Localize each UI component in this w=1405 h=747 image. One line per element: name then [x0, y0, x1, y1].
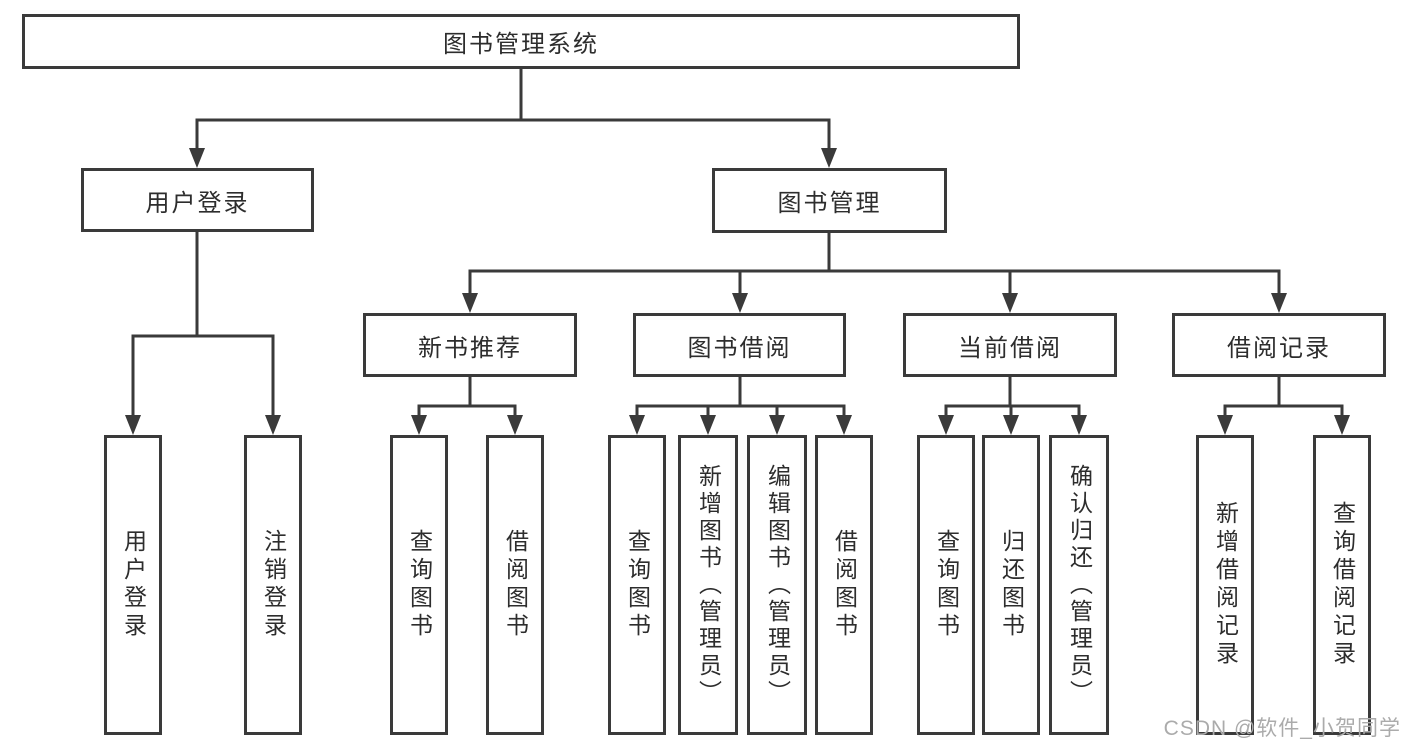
node-current-borrow-label: 当前借阅	[958, 334, 1062, 362]
node-book-borrow-label: 图书借阅	[687, 334, 792, 362]
node-root-label: 图书管理系统	[443, 31, 599, 58]
node-borrow-record: 借阅记录	[1172, 313, 1386, 377]
leaf-borrow-books-1: 借阅图书	[486, 435, 544, 735]
node-book-borrow: 图书借阅	[633, 313, 846, 377]
leaf-user-login-label: 用户登录	[120, 529, 147, 641]
leaf-logout-label: 注销登录	[260, 529, 287, 641]
node-root: 图书管理系统	[22, 14, 1020, 69]
leaf-query-borrow-record: 查询借阅记录	[1313, 435, 1371, 735]
leaf-edit-books-admin-label: 编辑图书（管理员）	[764, 463, 791, 707]
leaf-query-books-3-label: 查询图书	[933, 529, 960, 641]
leaf-confirm-return-admin-label: 确认归还（管理员）	[1066, 463, 1093, 707]
node-user-login-label: 用户登录	[145, 189, 250, 217]
leaf-query-books-2: 查询图书	[608, 435, 666, 735]
leaf-user-login: 用户登录	[104, 435, 162, 735]
node-book-management-label: 图书管理	[777, 190, 882, 217]
leaf-borrow-books-1-label: 借阅图书	[502, 529, 529, 641]
node-user-login: 用户登录	[81, 168, 314, 232]
node-borrow-record-label: 借阅记录	[1227, 334, 1331, 362]
leaf-return-books: 归还图书	[982, 435, 1040, 735]
leaf-add-borrow-record: 新增借阅记录	[1196, 435, 1254, 735]
leaf-query-borrow-record-label: 查询借阅记录	[1329, 501, 1356, 669]
leaf-query-books-2-label: 查询图书	[624, 529, 651, 641]
node-current-borrow: 当前借阅	[903, 313, 1117, 377]
leaf-query-books-1: 查询图书	[390, 435, 448, 735]
leaf-return-books-label: 归还图书	[998, 529, 1025, 641]
leaf-borrow-books-2-label: 借阅图书	[831, 529, 858, 641]
leaf-query-books-3: 查询图书	[917, 435, 975, 735]
node-new-book-recommend: 新书推荐	[363, 313, 577, 377]
leaf-logout: 注销登录	[244, 435, 302, 735]
leaf-query-books-1-label: 查询图书	[406, 529, 433, 641]
node-book-management: 图书管理	[712, 168, 947, 233]
leaf-confirm-return-admin: 确认归还（管理员）	[1049, 435, 1109, 735]
leaf-borrow-books-2: 借阅图书	[815, 435, 873, 735]
leaf-edit-books-admin: 编辑图书（管理员）	[747, 435, 807, 735]
leaf-add-books-admin: 新增图书（管理员）	[678, 435, 738, 735]
node-new-book-recommend-label: 新书推荐	[418, 334, 522, 362]
leaf-add-books-admin-label: 新增图书（管理员）	[695, 463, 722, 707]
watermark: CSDN @软件_小贺同学	[1163, 717, 1401, 740]
leaf-add-borrow-record-label: 新增借阅记录	[1212, 501, 1239, 669]
